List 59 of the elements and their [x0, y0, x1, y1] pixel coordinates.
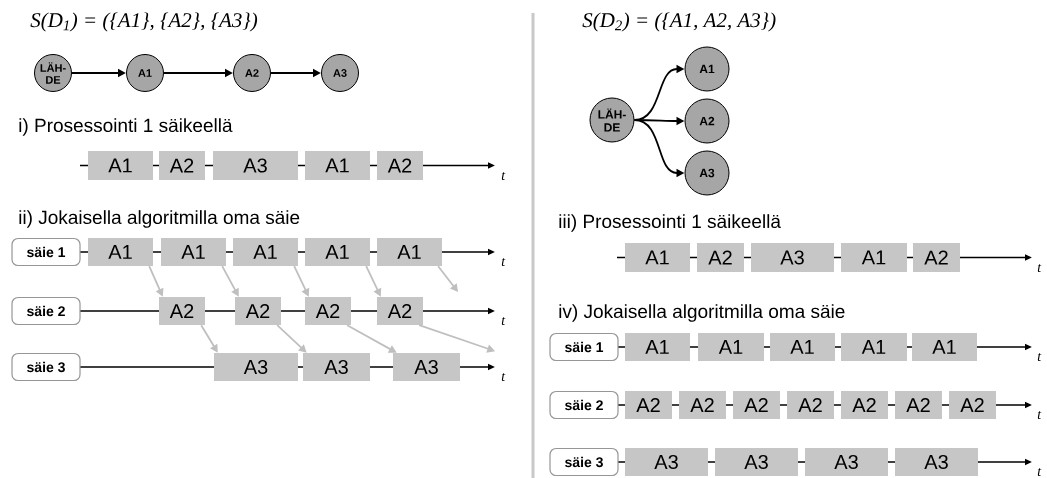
thread-box: säie 1 [549, 332, 619, 362]
task-box: A2 [895, 391, 942, 419]
axis-label: t [1037, 264, 1042, 272]
task-box: A2 [305, 297, 351, 325]
axis-label: t [1037, 353, 1042, 361]
section-heading: ii) Jokaisella algoritmilla oma säie [19, 210, 300, 228]
task-box: A1 [912, 333, 977, 361]
task-box: A1 [88, 238, 153, 266]
thread-box: säie 1 [11, 237, 81, 267]
task-box: A1 [233, 238, 298, 266]
task-box: A2 [913, 243, 960, 272]
set-formula: S(D$_{2}$) = ({A1, A2, A3}) [582, 12, 776, 32]
task-box: A1 [698, 333, 764, 361]
thread-box: säie 2 [11, 296, 81, 326]
axis-label: t [501, 258, 506, 266]
task-box: A2 [733, 391, 780, 419]
axis-label: t [501, 172, 506, 180]
task-box: A2 [679, 391, 726, 419]
task-box: A3 [751, 243, 834, 272]
task-box: A3 [895, 448, 978, 476]
task-box: A3 [625, 448, 708, 476]
task-box: A2 [697, 243, 744, 272]
set-formula: S(D$_{1}$) = ({A1}, {A2}, {A3}) [30, 12, 258, 32]
task-box: A3 [213, 151, 298, 180]
axis-label: t [1037, 411, 1042, 419]
thread-box: säie 3 [549, 447, 619, 477]
task-box: A2 [377, 297, 423, 325]
task-box: A1 [161, 238, 226, 266]
task-box: A3 [303, 353, 370, 381]
section-heading: iv) Jokaisella algoritmilla oma säie [559, 304, 845, 322]
thread-box: säie 2 [549, 390, 619, 420]
task-box: A1 [305, 238, 370, 266]
section-heading: i) Prosessointi 1 säikeellä [19, 118, 233, 136]
task-box: A2 [377, 151, 423, 180]
task-box: A1 [625, 333, 690, 361]
task-box: A2 [159, 151, 205, 180]
task-box: A1 [841, 333, 907, 361]
task-box: A1 [305, 151, 370, 180]
arrow [276, 324, 307, 353]
task-box: A2 [159, 297, 205, 325]
task-box: A1 [770, 333, 835, 361]
axis-label: t [501, 317, 506, 325]
task-box: A1 [377, 238, 442, 266]
section-heading: iii) Prosessointi 1 säikeellä [559, 214, 781, 232]
axis-label: t [1037, 467, 1042, 476]
task-box: A3 [393, 353, 460, 381]
task-box: A1 [625, 243, 690, 272]
task-box: A2 [787, 391, 834, 419]
task-box: A3 [805, 448, 888, 476]
task-box: A3 [214, 353, 298, 381]
task-box: A2 [841, 391, 888, 419]
task-box: A3 [715, 448, 798, 476]
task-box: A2 [235, 297, 281, 325]
thread-box: säie 3 [11, 352, 81, 382]
task-box: A2 [949, 391, 996, 419]
axis-label: t [501, 373, 506, 381]
task-box: A2 [625, 391, 672, 419]
task-box: A1 [88, 151, 153, 180]
task-box: A1 [841, 243, 907, 272]
